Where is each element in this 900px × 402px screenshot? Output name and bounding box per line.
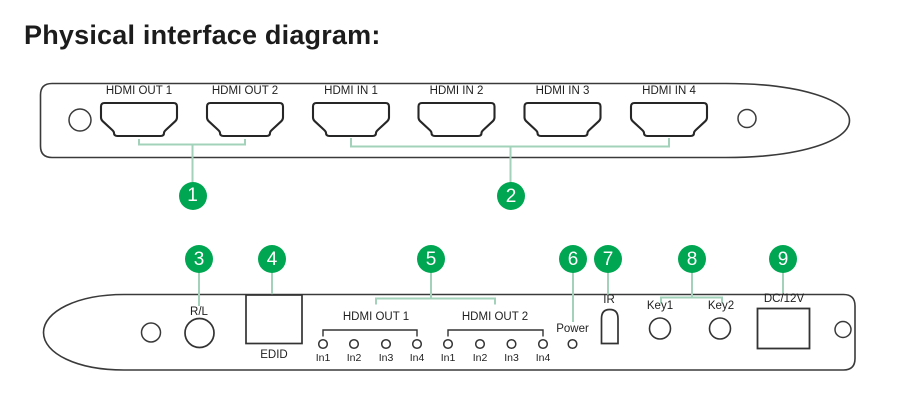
ir-receiver-icon: [600, 308, 619, 345]
rl-audio-jack-icon: [184, 317, 215, 349]
hdmi-in2-port-icon: [417, 101, 496, 138]
mounting-hole-icon: [737, 108, 757, 129]
hdmi-in1-label: HDMI IN 1: [324, 85, 378, 97]
out1-in3-led-icon: [380, 338, 392, 350]
callout-badge-5: 5: [417, 245, 445, 273]
out2-in3-led-icon: [506, 338, 517, 350]
led-group-out1-label: HDMI OUT 1: [342, 311, 410, 323]
power-led-icon: [567, 338, 578, 350]
out2-in2-led-icon: [474, 338, 486, 350]
hdmi-in1-port-icon: [311, 101, 391, 138]
hdmi-ports: [99, 101, 709, 138]
out2-in4-label: In4: [535, 351, 551, 364]
led-indicators: [317, 338, 578, 350]
out2-in3-label: In3: [504, 351, 519, 364]
callout-1-bracket: [138, 139, 246, 182]
hdmi-out2-label: HDMI OUT 2: [211, 85, 279, 97]
out2-in1-label: In1: [440, 351, 456, 364]
key2-label: Key2: [707, 300, 735, 312]
dc-power-jack-icon: [756, 307, 811, 350]
key1-label: Key1: [646, 300, 674, 312]
page-title: Physical interface diagram:: [24, 20, 381, 50]
callout-badge-8: 8: [678, 245, 706, 273]
callout-5-line: [375, 272, 496, 305]
led-group-out2-label: HDMI OUT 2: [461, 311, 529, 323]
hdmi-out1-led-bracket: [322, 329, 418, 337]
out1-in2-led-icon: [348, 338, 360, 350]
callout-pointer-lines-top: [138, 138, 670, 183]
hdmi-in4-port-icon: [629, 101, 709, 138]
dc-12v-label: DC/12V: [763, 293, 805, 305]
callout-badge-2: 2: [497, 182, 525, 210]
hdmi-out1-port-icon: [99, 101, 179, 138]
key1-button-icon: [648, 317, 672, 340]
out1-in4-label: In4: [409, 351, 425, 364]
edid-switch-icon: [245, 294, 303, 345]
hdmi-out2-led-bracket: [447, 329, 544, 337]
callout-badge-7: 7: [594, 245, 622, 273]
hdmi-out2-port-icon: [205, 101, 285, 138]
callout-badge-9: 9: [769, 245, 797, 273]
out2-in4-led-icon: [537, 338, 549, 350]
hdmi-in3-label: HDMI IN 3: [535, 85, 590, 97]
out1-in1-led-icon: [317, 338, 329, 350]
out1-in3-label: In3: [378, 351, 394, 364]
ir-label: IR: [603, 294, 615, 306]
callout-badge-4: 4: [258, 245, 286, 273]
callout-8-line: [660, 272, 723, 304]
out1-in2-label: In2: [346, 351, 362, 364]
key2-button-icon: [708, 317, 732, 340]
hdmi-in4-label: HDMI IN 4: [642, 85, 696, 97]
out2-in1-led-icon: [442, 338, 454, 350]
callout-badge-3: 3: [185, 245, 213, 273]
out2-in2-label: In2: [472, 351, 488, 364]
callout-badge-1: 1: [178, 181, 207, 210]
mounting-hole-icon: [834, 320, 852, 339]
out1-in4-led-icon: [411, 338, 423, 350]
out1-in1-label: In1: [315, 351, 331, 364]
hdmi-out1-label: HDMI OUT 1: [105, 85, 173, 97]
mounting-hole-icon: [68, 108, 92, 132]
power-label: Power: [556, 323, 589, 335]
led-group-brackets: [322, 329, 544, 337]
hdmi-in3-port-icon: [523, 101, 602, 138]
mounting-hole-icon: [140, 322, 162, 343]
hdmi-in2-label: HDMI IN 2: [429, 85, 484, 97]
callout-badge-6: 6: [559, 245, 587, 273]
rl-label: R/L: [190, 305, 208, 318]
edid-label: EDID: [260, 349, 288, 361]
callout-2-bracket: [350, 138, 670, 183]
